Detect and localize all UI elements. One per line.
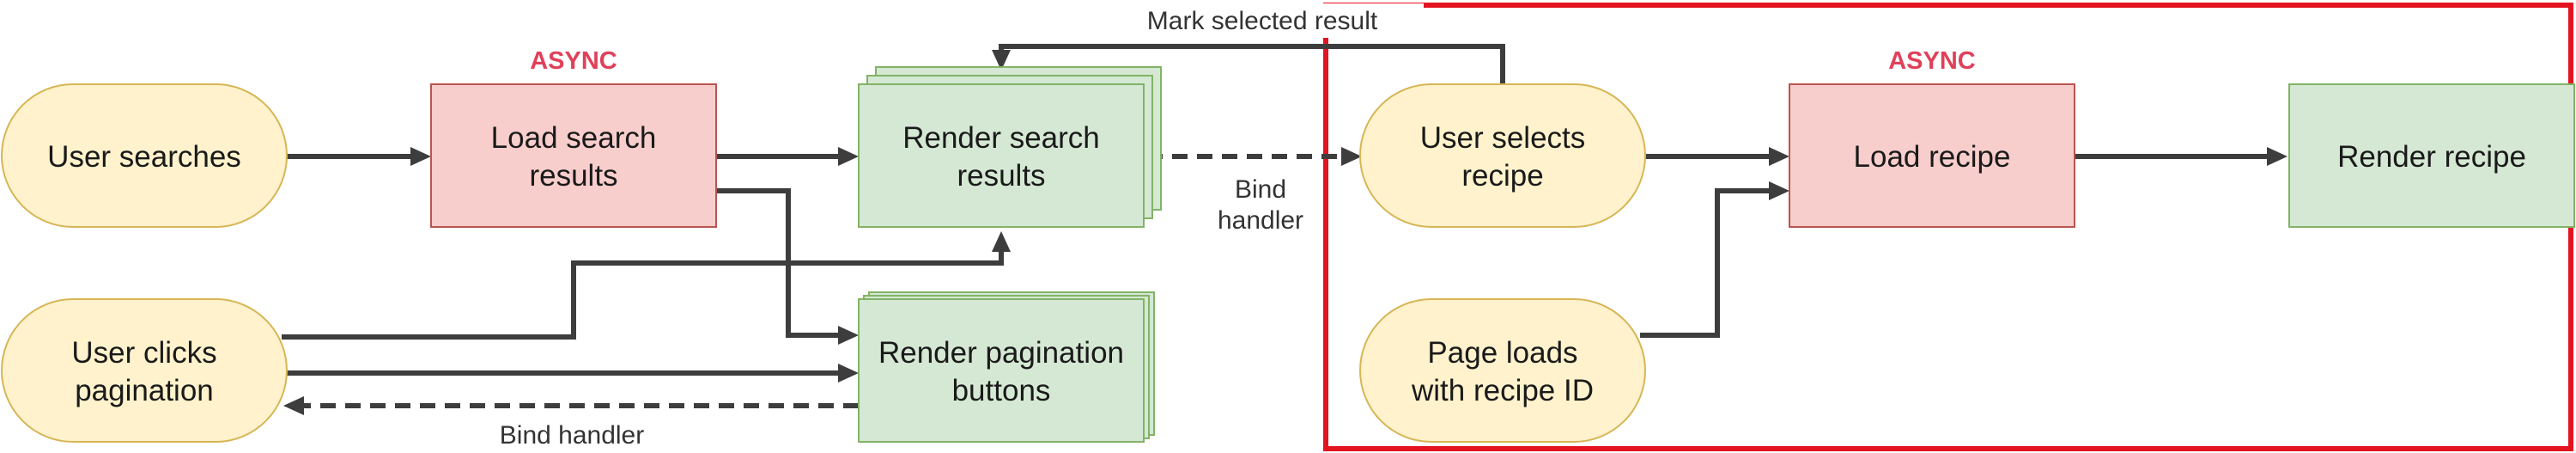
page-loads-node (1359, 298, 1646, 443)
user-clicks-pagination-label-line1: User clicks (71, 336, 216, 370)
arrowhead (992, 50, 1011, 70)
arrowhead (410, 147, 431, 166)
render-pagination-buttons-node (858, 298, 1145, 443)
arrowhead (2267, 147, 2287, 166)
bind-handler-pagination-label: Bind handler (500, 421, 644, 450)
load-search-results-label-line2: results (529, 159, 617, 193)
user-selects-recipe-label-line2: recipe (1461, 159, 1543, 193)
page-loads-label-line2: with recipe ID (1411, 374, 1594, 407)
render-search-results-label-line2: results (957, 159, 1045, 193)
load-recipe-node (1789, 83, 2075, 228)
render-search-results-stack (858, 66, 1162, 228)
mark-selected-result-label: Mark selected result (1147, 7, 1378, 35)
user-clicks-pagination-node (1, 298, 288, 443)
user-selects-recipe-label-line1: User selects (1420, 121, 1586, 155)
load-search-results-node (430, 83, 717, 228)
edge-clicks-to-render-results (282, 248, 1004, 340)
user-searches-node (1, 83, 288, 228)
arrowhead (838, 147, 859, 166)
user-searches-label: User searches (47, 140, 241, 174)
async-badge-search: ASYNC (530, 47, 617, 75)
user-clicks-pagination-label-line2: pagination (75, 374, 214, 407)
arrowhead (992, 231, 1011, 252)
label-background (1132, 3, 1424, 38)
load-search-results-label-line1: Load search (491, 121, 657, 155)
render-recipe-node (2288, 83, 2575, 228)
arrowhead (838, 326, 859, 345)
user-selects-recipe-node (1359, 83, 1646, 228)
arrowhead (1769, 147, 1789, 166)
render-search-results-label-line1: Render search (902, 121, 1100, 155)
edge-page-loads-to-load-recipe (1640, 188, 1772, 338)
edges (282, 44, 2287, 415)
arrowhead (283, 396, 304, 415)
arrowhead (838, 364, 859, 383)
load-recipe-label: Load recipe (1854, 140, 2011, 174)
render-pagination-buttons-label-line2: buttons (952, 374, 1051, 407)
async-badge-recipe: ASYNC (1888, 47, 1976, 75)
render-pagination-buttons-stack (858, 291, 1155, 443)
render-recipe-label: Render recipe (2337, 140, 2526, 174)
render-search-results-node (858, 83, 1145, 228)
bind-handler-search-label-line1: Bind (1235, 175, 1286, 204)
arrowhead (1341, 147, 1362, 166)
page-loads-label-line1: Page loads (1427, 336, 1577, 370)
bind-handler-search-label-line2: handler (1218, 206, 1303, 235)
arrowhead (1769, 181, 1789, 200)
render-pagination-buttons-label-line1: Render pagination (878, 336, 1124, 370)
